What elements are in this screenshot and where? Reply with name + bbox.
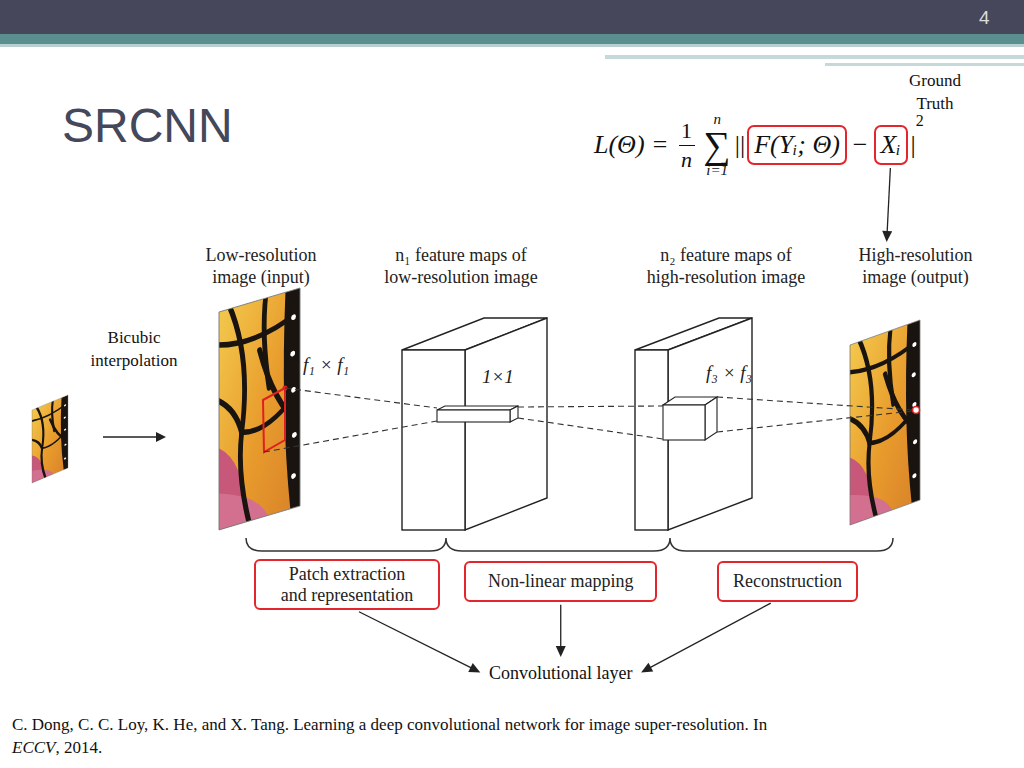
node-text: Patch extraction and representation bbox=[277, 564, 417, 605]
ground-truth-note: Ground Truth bbox=[898, 70, 972, 116]
stage-brackets bbox=[246, 538, 893, 551]
arrow-head bbox=[882, 231, 892, 242]
output-image bbox=[847, 316, 921, 530]
header-stripe bbox=[605, 55, 1024, 59]
fraction: 1n bbox=[679, 119, 695, 170]
formula-text: i=1 bbox=[706, 163, 728, 178]
small-input-image bbox=[30, 393, 68, 485]
output-pixel bbox=[913, 407, 920, 414]
formula-text: − bbox=[853, 130, 868, 160]
connector-line bbox=[560, 605, 561, 648]
formula-text: || bbox=[735, 130, 745, 160]
slide-number: 4 bbox=[979, 7, 990, 29]
node-text: Non-linear mapping bbox=[488, 571, 633, 591]
connector-arrow bbox=[556, 605, 566, 657]
feature-block bbox=[402, 318, 547, 530]
stage-box: Non-linear mapping bbox=[464, 561, 657, 602]
node-text: Xᵢ bbox=[881, 130, 901, 159]
arrow-head bbox=[556, 646, 566, 657]
feature-maps: n₂ feature maps of high-resolution image… bbox=[640, 245, 812, 532]
connector-line bbox=[887, 168, 890, 233]
connector-arrow bbox=[641, 603, 771, 672]
header-stripe bbox=[0, 34, 1024, 44]
formula-text: 1 bbox=[681, 119, 692, 142]
formula-text: n bbox=[713, 112, 721, 127]
patch-outline bbox=[263, 388, 285, 452]
feature-maps: n₁ feature maps of low-resolution image 1… bbox=[377, 245, 545, 532]
bicubic-note: Bicubic interpolation bbox=[70, 327, 198, 373]
feature-block bbox=[635, 318, 752, 530]
formula-text: n bbox=[681, 148, 692, 171]
layer-note: Convolutional layer bbox=[483, 660, 638, 688]
header-bar bbox=[0, 0, 1024, 34]
projection-lines bbox=[264, 388, 913, 452]
bicubic-arrow bbox=[103, 432, 166, 442]
formula-text: ∑ bbox=[704, 127, 731, 163]
heading-text: Low-resolution image (input) bbox=[190, 245, 332, 288]
arrow-head bbox=[641, 663, 653, 673]
arrow-head bbox=[468, 663, 480, 672]
heading-text: n₂ feature maps of high-resolution image bbox=[640, 245, 812, 288]
header-stripe bbox=[0, 44, 1024, 47]
loss-formula: L(Θ) =1nn∑i=1||F(Yᵢ; Θ)−Xᵢ|2 bbox=[594, 100, 924, 190]
node-text: Convolutional layer bbox=[489, 663, 632, 683]
connector-line bbox=[649, 603, 771, 668]
filter-bar bbox=[437, 406, 518, 422]
header-stripe bbox=[825, 63, 1024, 66]
formula-box: F(Yᵢ; Θ) bbox=[747, 125, 847, 165]
image-heading: High-resolution image (output) bbox=[843, 245, 988, 288]
formula-box: Xᵢ bbox=[874, 125, 908, 165]
filter-size: f₁ × f₁ bbox=[303, 354, 349, 376]
node-text: Reconstruction bbox=[733, 571, 842, 591]
connector-arrow bbox=[359, 612, 480, 673]
image-heading: Low-resolution image (input) bbox=[190, 245, 332, 288]
citation-venue: ECCV bbox=[12, 738, 55, 757]
connector-line bbox=[359, 612, 472, 669]
stage-box: Patch extraction and representation bbox=[254, 559, 440, 610]
connector-arrow bbox=[882, 168, 892, 242]
stage-box: Reconstruction bbox=[717, 561, 858, 602]
formula-text: | bbox=[911, 130, 916, 160]
heading-text: n₁ feature maps of low-resolution image bbox=[377, 245, 545, 288]
formula-text: 2 bbox=[916, 112, 924, 130]
formula-text: L(Θ) = bbox=[594, 130, 669, 160]
citation-text: , 2014. bbox=[55, 738, 102, 757]
input-image bbox=[215, 283, 300, 535]
size-label: 1×1 bbox=[482, 366, 514, 389]
filter-cube bbox=[663, 397, 717, 440]
fraction-bar bbox=[679, 145, 695, 146]
citation: C. Dong, C. C. Loy, K. He, and X. Tang. … bbox=[12, 714, 1012, 760]
summation: n∑i=1 bbox=[704, 112, 731, 178]
heading-text: High-resolution image (output) bbox=[843, 245, 988, 288]
node-text: F(Yᵢ; Θ) bbox=[754, 130, 840, 159]
slide-title: SRCNN bbox=[62, 98, 233, 153]
size-label: f₃ × f₃ bbox=[706, 362, 752, 385]
citation-text: C. Dong, C. C. Loy, K. He, and X. Tang. … bbox=[12, 714, 1012, 737]
